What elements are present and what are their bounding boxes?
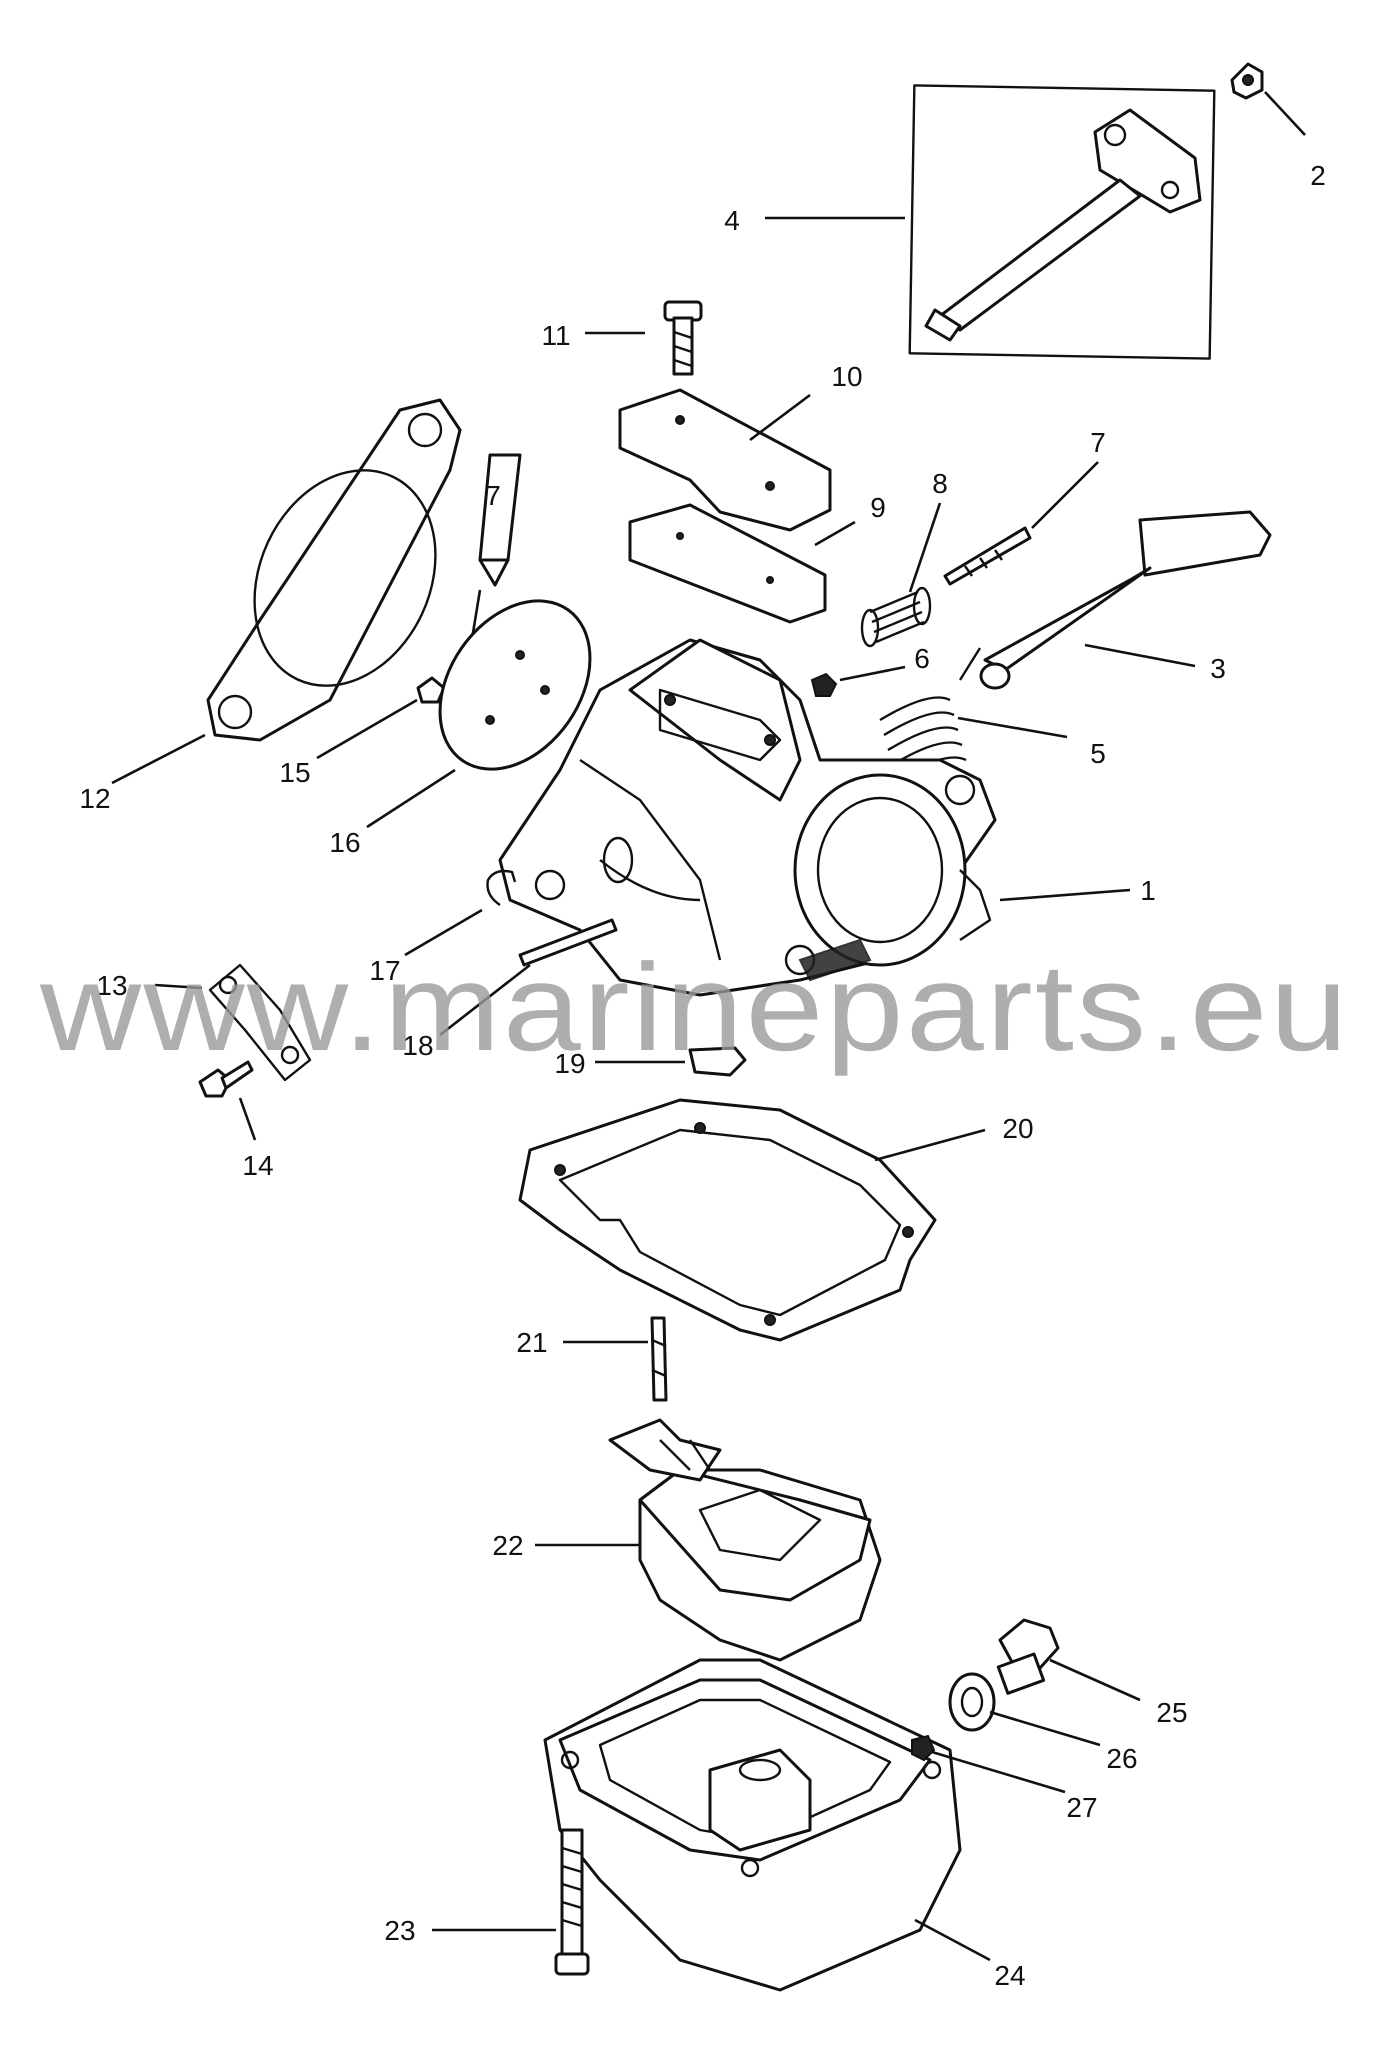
part-6-nut (810, 672, 838, 697)
part-16-diaphragm (438, 599, 592, 771)
part-24-float-bowl (543, 1658, 962, 1992)
callout-6: 6 (914, 643, 930, 674)
part-12-flange-gasket (206, 398, 462, 742)
callout-26: 26 (1106, 1743, 1137, 1774)
callout-labels: 2 4 11 10 7 8 9 3 6 5 1 12 15 16 17 18 1… (79, 160, 1325, 1991)
leader-12 (111, 733, 206, 785)
part-21-pin (650, 1316, 668, 1402)
leader-17 (404, 908, 483, 957)
callout-17: 17 (369, 955, 400, 986)
callout-1: 1 (1140, 875, 1156, 906)
callout-16: 16 (329, 827, 360, 858)
leader-8 (908, 502, 942, 593)
callout-2: 2 (1310, 160, 1326, 191)
callout-5: 5 (1090, 738, 1106, 769)
part-11-screw (663, 300, 703, 376)
leader-20 (874, 1128, 986, 1162)
part-10-cover-plate (618, 388, 832, 532)
leader-16 (366, 768, 456, 829)
callout-25: 25 (1156, 1697, 1187, 1728)
leader-lines (111, 91, 1306, 1962)
part-14-screw (198, 1060, 254, 1098)
part-1-carburetor-body (498, 638, 997, 997)
leader-7 (1031, 461, 1099, 529)
callout-22: 22 (492, 1530, 523, 1561)
part-13-bracket (208, 963, 312, 1082)
part-8-spring (860, 586, 932, 648)
leader-5 (957, 716, 1068, 739)
leader-15 (316, 698, 418, 760)
leader-1 (999, 888, 1131, 902)
part-19-washer (688, 1046, 747, 1077)
part-25-drain-plug (996, 1618, 1060, 1695)
callout-11: 11 (541, 320, 570, 351)
part-5-spring (879, 647, 982, 782)
leader-6 (839, 665, 906, 682)
part-9-gasket (628, 503, 827, 624)
callout-19: 19 (554, 1048, 585, 1079)
leader-26 (989, 1710, 1101, 1747)
part-17-clip (486, 869, 517, 906)
callout-24: 24 (994, 1960, 1025, 1991)
part-2-screw (1230, 62, 1264, 100)
callout-27: 27 (1066, 1792, 1097, 1823)
leader-18 (439, 963, 531, 1037)
part-18-pin (518, 918, 618, 967)
leader-14 (238, 1097, 257, 1141)
leader-10 (749, 393, 811, 442)
callout-4: 4 (724, 205, 740, 236)
leader-27 (931, 1750, 1066, 1794)
callout-13: 13 (96, 970, 127, 1001)
leader-13 (154, 983, 203, 990)
callout-3: 3 (1210, 653, 1226, 684)
callout-10: 10 (831, 361, 862, 392)
leader-2 (1264, 91, 1306, 136)
leader-9 (814, 520, 856, 547)
part-27-nut (911, 1734, 936, 1762)
watermark-text: www.marineparts.eu (39, 939, 1350, 1077)
part-20-bowl-gasket (518, 1098, 937, 1342)
part-7-tag-text: 7 (485, 480, 501, 511)
callout-21: 21 (516, 1327, 547, 1358)
part-22-float (608, 1418, 882, 1662)
leader-3 (1084, 643, 1196, 668)
callout-14: 14 (242, 1150, 273, 1181)
callout-9: 9 (870, 492, 886, 523)
leader-24 (914, 1918, 991, 1962)
callout-7: 7 (1090, 427, 1106, 458)
callout-23: 23 (384, 1915, 415, 1946)
callout-12: 12 (79, 783, 110, 814)
part-23-screw (554, 1828, 590, 1976)
callout-8: 8 (932, 468, 948, 499)
part-26-washer (948, 1672, 996, 1732)
leader-25 (1049, 1658, 1141, 1702)
part-7-needle (943, 526, 1032, 586)
callout-20: 20 (1002, 1113, 1033, 1144)
part-4-throttle-shaft (908, 84, 1216, 360)
part-3-shaft (979, 510, 1272, 690)
callout-18: 18 (402, 1030, 433, 1061)
callout-15: 15 (279, 757, 310, 788)
